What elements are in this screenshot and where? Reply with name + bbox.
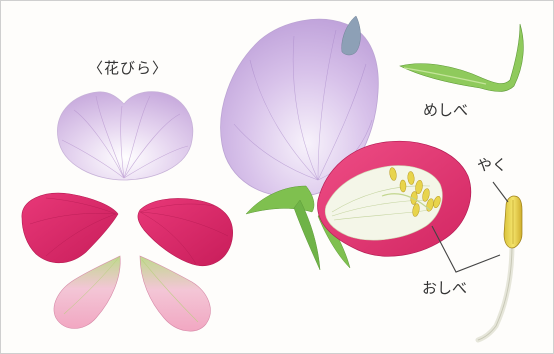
banner-petal — [57, 92, 192, 180]
keel-petal-left — [54, 256, 120, 329]
wing-petal-left — [22, 193, 118, 263]
wing-petal-right — [138, 198, 233, 265]
keel-petal-right — [140, 256, 210, 331]
label-stamen: おしべ — [422, 281, 467, 296]
label-pistil: めしべ — [423, 103, 468, 118]
pistil-illustration — [400, 24, 523, 92]
label-anther: やく — [477, 158, 507, 173]
stamen-illustration — [478, 196, 522, 340]
label-petals: 〈花びら〉 — [88, 61, 168, 76]
anther-leader-line — [493, 182, 508, 202]
flower-section — [221, 16, 471, 270]
